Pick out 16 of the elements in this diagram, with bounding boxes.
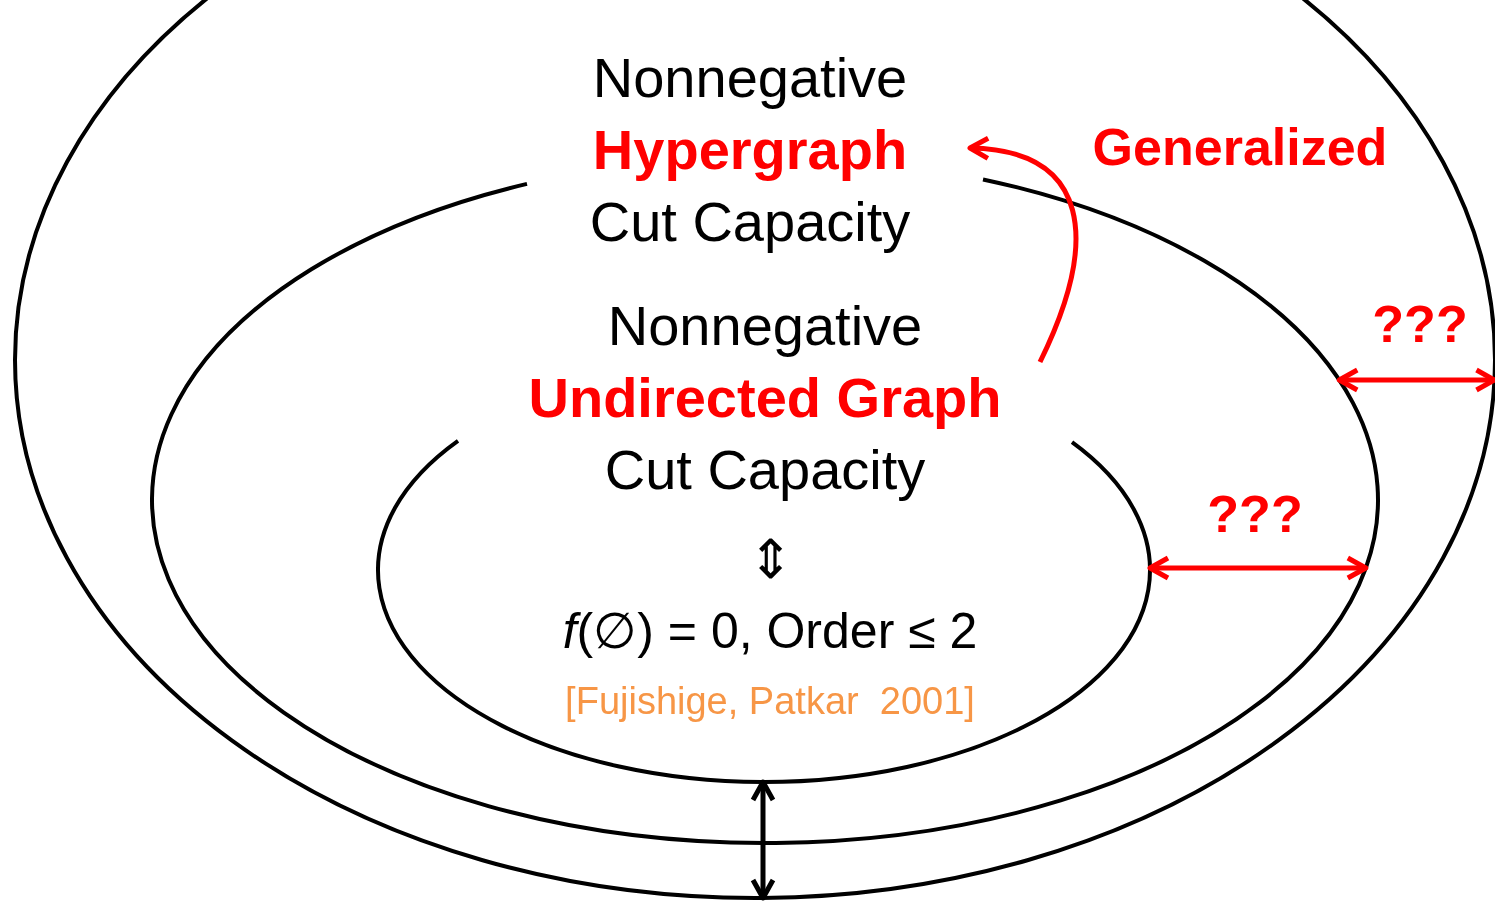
label-text: Cut Capacity bbox=[604, 437, 926, 503]
double-arrow bbox=[1147, 555, 1369, 581]
edge-label: Generalized bbox=[1092, 119, 1388, 177]
edge-label: ??? bbox=[1207, 486, 1303, 544]
label-text: Cut Capacity bbox=[589, 189, 911, 255]
highlight-text: Hypergraph bbox=[592, 117, 908, 183]
edge-label: ??? bbox=[1372, 296, 1468, 354]
formula-text: f(∅) = 0, Order ≤ 2 bbox=[562, 603, 978, 661]
double-arrow bbox=[750, 779, 776, 901]
curved-arrow bbox=[967, 137, 1079, 364]
double-arrow bbox=[1336, 367, 1495, 393]
label-text: Nonnegative bbox=[607, 293, 923, 359]
citation-text: [Fujishige, Patkar 2001] bbox=[565, 680, 975, 724]
label-text: Nonnegative bbox=[592, 45, 908, 111]
equivalence-symbol: ⇕ bbox=[747, 527, 793, 591]
highlight-text: Undirected Graph bbox=[528, 365, 1002, 431]
